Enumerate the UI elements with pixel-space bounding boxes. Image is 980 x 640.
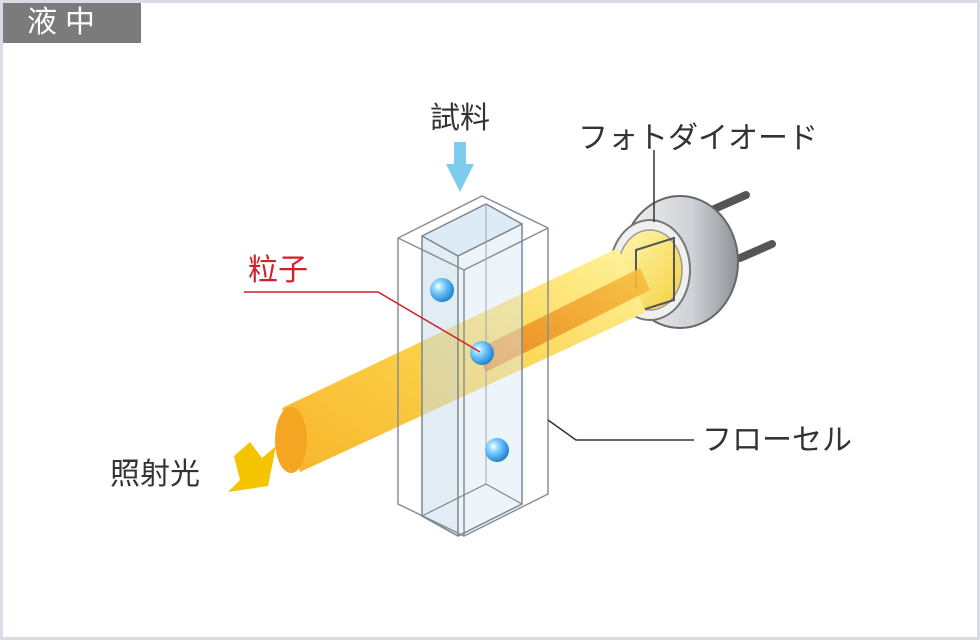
beam-core — [476, 268, 650, 372]
particle-in-beam — [470, 341, 494, 365]
particle-leader-line — [244, 291, 481, 353]
photodiode-lead-top — [708, 191, 750, 214]
flow-cell — [397, 195, 549, 537]
cell-outer — [397, 195, 549, 537]
particles — [430, 278, 509, 462]
category-tab: 液中 — [3, 3, 141, 43]
label-flow-cell: フローセル — [702, 423, 852, 458]
particle-lower — [485, 438, 509, 462]
cell-side — [422, 236, 458, 536]
arrow-right-icon — [228, 442, 276, 492]
photodiode-lead-bottom — [736, 240, 776, 262]
arrow-down-icon — [446, 142, 474, 192]
label-sample: 試料 — [430, 101, 490, 136]
label-particle: 粒子 — [248, 253, 308, 288]
cell-top — [422, 204, 522, 256]
label-irradiation-light: 照射光 — [110, 457, 200, 492]
cell-front — [458, 224, 522, 536]
flow-cell-leader-line — [547, 419, 694, 441]
beam-end — [275, 407, 307, 473]
particle-upper — [430, 278, 454, 302]
label-photodiode: フォトダイオード — [578, 121, 818, 156]
